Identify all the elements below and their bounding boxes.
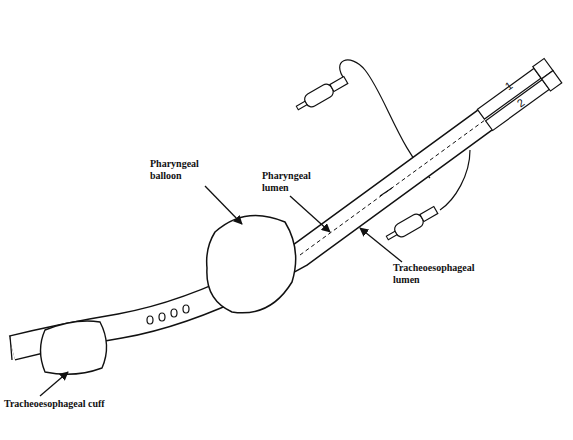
part-label: Tracheoesophageal lumen [393, 262, 503, 286]
part-label: Pharyngeal balloon [150, 158, 212, 182]
part-label: Pharyngeal lumen [262, 170, 332, 194]
part-label: Tracheoesophageal cuff [4, 398, 114, 410]
